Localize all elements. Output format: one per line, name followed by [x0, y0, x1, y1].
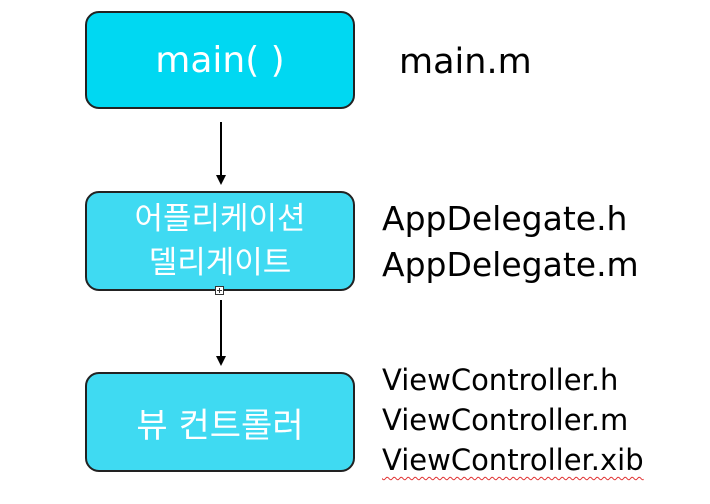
file-viewcontroller-m: ViewController.m — [382, 403, 629, 437]
file-main-m: main.m — [399, 42, 532, 82]
node-app-delegate: 어플리케이션 델리게이트 — [85, 191, 355, 291]
file-appdelegate-h: AppDelegate.h — [382, 199, 628, 238]
file-list-app-delegate: AppDelegate.h AppDelegate.m — [382, 196, 639, 288]
file-viewcontroller-xib: ViewController.xib — [382, 443, 644, 477]
node-app-delegate-line2: 델리게이트 — [148, 245, 292, 281]
file-appdelegate-m: AppDelegate.m — [382, 245, 639, 284]
file-list-view-controller: ViewController.h ViewController.m ViewCo… — [382, 360, 644, 480]
node-main-label: main( ) — [155, 39, 285, 81]
node-app-delegate-line1: 어플리케이션 — [134, 201, 306, 237]
node-view-controller: 뷰 컨트롤러 — [85, 372, 355, 472]
node-main: main( ) — [85, 11, 355, 109]
move-handle-icon[interactable] — [215, 286, 224, 295]
file-viewcontroller-h: ViewController.h — [382, 363, 619, 397]
node-view-controller-label: 뷰 컨트롤러 — [136, 405, 304, 446]
